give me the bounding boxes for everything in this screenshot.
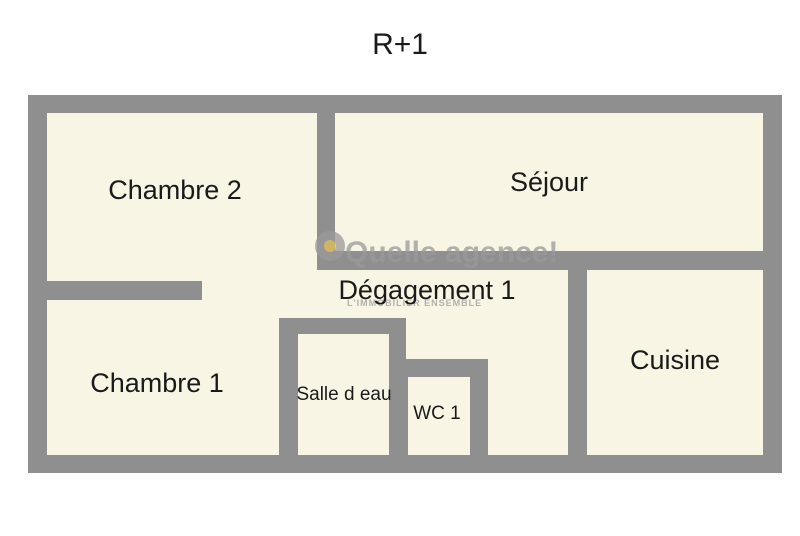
room-cuisine <box>587 270 763 455</box>
room-sejour <box>335 113 763 251</box>
label-degagement-1: Dégagement 1 <box>338 275 515 305</box>
room-chambre-2 <box>47 113 317 281</box>
room-wc-1 <box>408 377 470 455</box>
room-degagement-1 <box>202 270 568 455</box>
label-chambre-2: Chambre 2 <box>108 175 242 205</box>
label-chambre-1: Chambre 1 <box>90 368 224 398</box>
room-salle-d-eau <box>298 334 389 455</box>
room-chambre-1 <box>47 300 279 455</box>
label-sejour: Séjour <box>510 167 588 197</box>
watermark-logo: Quelle agence! L'IMMOBILIER ENSEMBLE <box>315 231 558 308</box>
watermark-tagline: L'IMMOBILIER ENSEMBLE <box>347 298 482 308</box>
floor-title: R+1 <box>372 28 428 61</box>
label-cuisine: Cuisine <box>630 345 720 375</box>
label-salle-d-eau: Salle d eau <box>296 384 391 405</box>
watermark-logo-text: Quelle agence! <box>345 236 558 269</box>
label-wc-1: WC 1 <box>413 403 461 424</box>
